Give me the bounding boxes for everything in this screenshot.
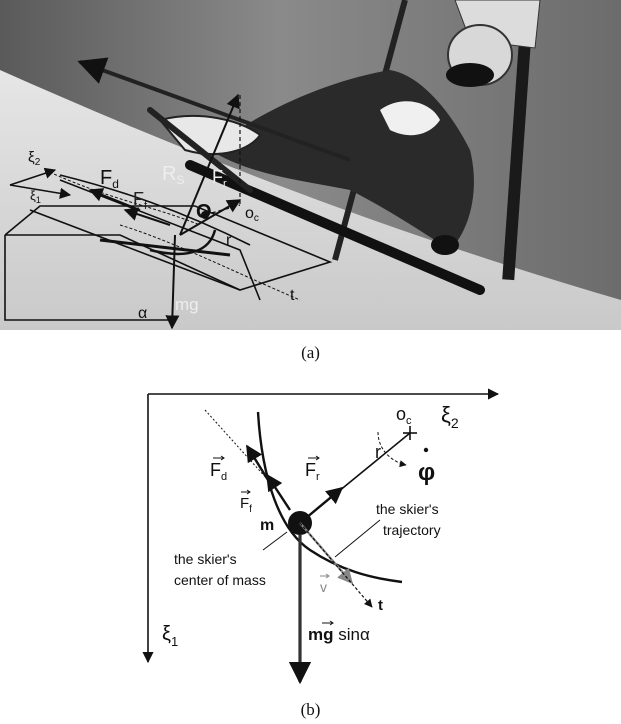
goggles xyxy=(446,63,494,87)
photo-force-Fr xyxy=(179,199,242,236)
label-Ff: Ff xyxy=(240,495,252,515)
label-Fr: Fr xyxy=(305,460,320,483)
ski-pole-right xyxy=(77,57,351,162)
pointer-center-of-mass xyxy=(262,531,288,551)
photo-radius-r xyxy=(204,204,241,216)
label-r: r xyxy=(375,442,381,462)
label-mg-sin-alpha: mg sinα xyxy=(308,625,370,644)
caption-b: (b) xyxy=(300,700,321,719)
gate-pole xyxy=(502,0,534,281)
photo-label-t: t xyxy=(290,287,295,304)
photo-label-xi1: ξ1 xyxy=(30,188,41,205)
photo-force-Fd xyxy=(88,188,141,211)
label-phi-dot: φ xyxy=(418,459,435,486)
caption-a: (a) xyxy=(301,343,320,362)
photo-label-O: O xyxy=(196,201,212,223)
label-m: m xyxy=(260,517,274,534)
skier-trajectory xyxy=(256,411,403,584)
photo-axis-xi1 xyxy=(9,184,72,199)
photo-axis-xi2 xyxy=(9,167,57,186)
photo-label-Ff: Ff xyxy=(133,189,148,212)
photo-label-Fd: Fd xyxy=(100,167,119,191)
photo-force-mg xyxy=(165,234,180,330)
label-trajectory-1: the skier's xyxy=(376,501,439,517)
force-Ff-arrow xyxy=(265,473,292,511)
pressure-distribution xyxy=(44,169,301,301)
label-v: v xyxy=(320,579,327,595)
photo-force-Ff xyxy=(123,207,171,226)
photo-label-Rs: RS xyxy=(162,163,184,187)
force-Fd-arrow xyxy=(245,444,270,481)
label-t: t xyxy=(378,597,383,614)
skier-photo-diagram: ξ2 ξ1 Fd Ff RS Fr O oc r mg t α xyxy=(0,0,621,330)
tangent-t-arrow xyxy=(299,522,373,608)
photo-ski-curve xyxy=(149,229,217,256)
pointer-trajectory xyxy=(334,519,381,558)
photo-label-mg: mg xyxy=(175,295,199,314)
photo-label-oc: oc xyxy=(245,205,259,224)
photo-force-Rs xyxy=(179,93,240,236)
photo-point-O xyxy=(201,211,209,219)
label-xi1: ξ1 xyxy=(162,623,178,649)
photo-label-Fr: Fr xyxy=(212,167,227,190)
ski-far xyxy=(147,107,253,193)
trajectory-diagram: oc ξ2 ξ1 φ r Fr Fd Ff m the skier's traj… xyxy=(142,388,500,685)
photo-label-alpha: α xyxy=(138,305,147,322)
ski xyxy=(185,160,485,295)
label-trajectory-2: trajectory xyxy=(383,522,441,538)
label-com-1: the skier's xyxy=(174,551,237,567)
slope-model xyxy=(4,174,333,321)
label-com-2: center of mass xyxy=(174,572,266,588)
photo-label-xi2: ξ2 xyxy=(28,149,41,168)
label-xi2: ξ2 xyxy=(441,402,459,431)
photo-label-r: r xyxy=(226,232,232,249)
label-oc: oc xyxy=(396,404,412,427)
phi-dot-mark xyxy=(423,447,429,453)
label-Fd: Fd xyxy=(210,460,227,483)
